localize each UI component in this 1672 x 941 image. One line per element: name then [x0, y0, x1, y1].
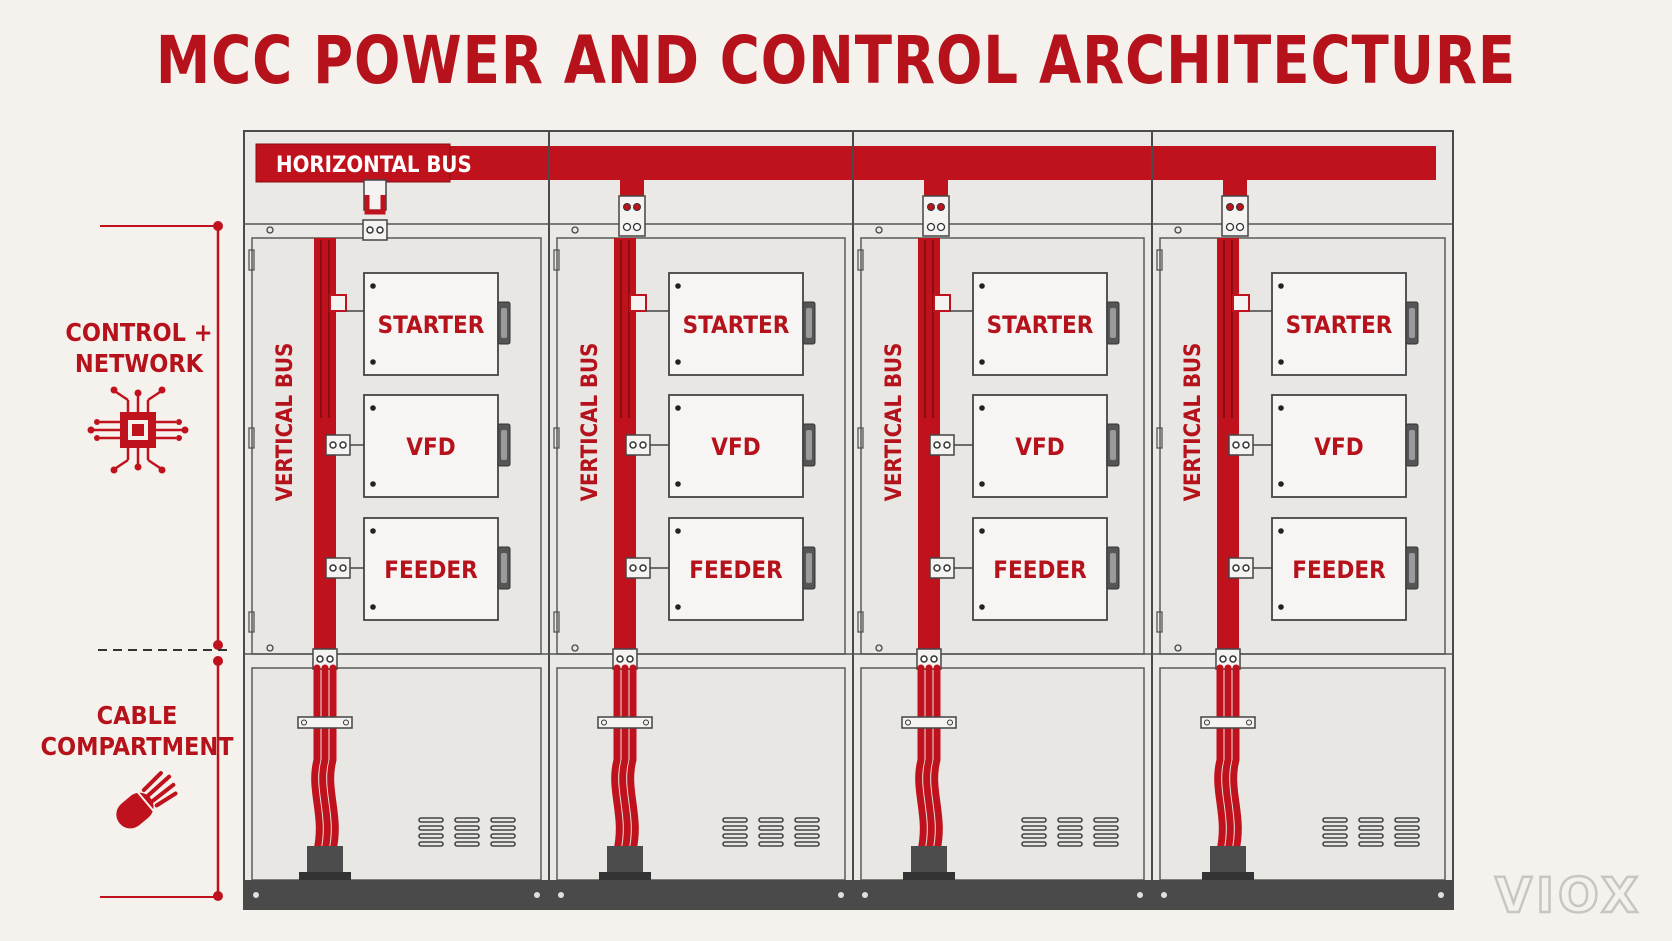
- feeder-cable: [611, 664, 623, 854]
- cable-gland: [911, 846, 947, 876]
- horizontal-bus-bar: [256, 146, 1436, 180]
- feeder-cable: [627, 664, 639, 854]
- module-vfd[interactable]: VFD: [972, 394, 1120, 498]
- cable-compartment-door: [860, 667, 1145, 881]
- feeder-cable: [1214, 664, 1226, 854]
- mcc-section-2: VERTICAL BUS STARTER VFD FEEDER: [548, 130, 854, 910]
- module-label: STARTER: [378, 311, 485, 339]
- control-network-label-line2: NETWORK: [75, 349, 205, 378]
- cable-clamp: [901, 716, 957, 729]
- feeder-cable: [931, 664, 943, 854]
- mcc-section-1: VERTICAL BUS STARTER VFD FEEDER: [243, 130, 550, 910]
- watermark-logo: VIOX: [1495, 868, 1642, 924]
- module-label: FEEDER: [993, 556, 1087, 584]
- feeder-cable: [1222, 664, 1234, 854]
- vertical-bus-bar: [918, 238, 940, 658]
- module-label: VFD: [711, 433, 760, 461]
- cable-zone-bottom-dot: [213, 891, 223, 901]
- cable-clamp: [297, 716, 353, 729]
- module-vfd[interactable]: VFD: [1271, 394, 1419, 498]
- feeder-cable: [923, 664, 935, 854]
- cabinet-base: [853, 880, 1152, 909]
- cable-gland: [307, 846, 343, 876]
- module-starter[interactable]: STARTER: [972, 272, 1120, 376]
- vertical-bus-bar: [314, 238, 336, 658]
- cable-gland: [1210, 846, 1246, 876]
- module-label: STARTER: [683, 311, 790, 339]
- cabinet-base: [1152, 880, 1453, 909]
- control-zone-bottom-dot: [213, 640, 223, 650]
- control-network-label-line1: CONTROL +: [65, 318, 212, 347]
- cable-compartment-door: [556, 667, 846, 881]
- cable-clamp: [1200, 716, 1256, 729]
- module-label: VFD: [1015, 433, 1064, 461]
- feeder-cable: [319, 664, 331, 854]
- page-title: MCC POWER AND CONTROL ARCHITECTURE: [155, 22, 1517, 99]
- mcc-section-4: VERTICAL BUS STARTER VFD FEEDER: [1151, 130, 1454, 910]
- module-label: STARTER: [987, 311, 1094, 339]
- module-feeder[interactable]: FEEDER: [668, 517, 816, 621]
- module-label: VFD: [406, 433, 455, 461]
- control-zone-top-dot: [213, 221, 223, 231]
- vertical-bus-label: VERTICAL BUS: [1181, 343, 1206, 502]
- cable-clamp: [597, 716, 653, 729]
- cabinet-base: [244, 880, 549, 909]
- feeder-cable: [311, 664, 323, 854]
- cable-compartment-label-line1: CABLE: [97, 701, 178, 730]
- cable-bundle-icon: [116, 771, 178, 829]
- circuit-chip-icon: [87, 386, 189, 474]
- module-starter[interactable]: STARTER: [1271, 272, 1419, 376]
- module-vfd[interactable]: VFD: [363, 394, 511, 498]
- module-starter[interactable]: STARTER: [363, 272, 511, 376]
- module-vfd[interactable]: VFD: [668, 394, 816, 498]
- horizontal-bus-label-box: [255, 143, 451, 183]
- module-label: FEEDER: [384, 556, 478, 584]
- cable-compartment-label-line2: COMPARTMENT: [40, 732, 234, 761]
- module-starter[interactable]: STARTER: [668, 272, 816, 376]
- module-feeder[interactable]: FEEDER: [972, 517, 1120, 621]
- module-label: FEEDER: [689, 556, 783, 584]
- module-label: FEEDER: [1292, 556, 1386, 584]
- cable-compartment-door: [1159, 667, 1446, 881]
- module-feeder[interactable]: FEEDER: [363, 517, 511, 621]
- mcc-section-3: VERTICAL BUS STARTER VFD FEEDER: [852, 130, 1153, 910]
- feeder-cable: [915, 664, 927, 854]
- vertical-bus-label: VERTICAL BUS: [882, 343, 907, 502]
- cable-compartment-door: [251, 667, 542, 881]
- cabinet-base: [549, 880, 853, 909]
- horizontal-bus-label: HORIZONTAL BUS: [276, 153, 472, 178]
- feeder-cable: [327, 664, 339, 854]
- vertical-bus-bar: [614, 238, 636, 658]
- feeder-cable: [619, 664, 631, 854]
- vertical-bus-label: VERTICAL BUS: [273, 343, 298, 502]
- vertical-bus-label: VERTICAL BUS: [578, 343, 603, 502]
- cable-gland: [607, 846, 643, 876]
- module-label: STARTER: [1286, 311, 1393, 339]
- feeder-cable: [1230, 664, 1242, 854]
- vertical-bus-bar: [1217, 238, 1239, 658]
- module-feeder[interactable]: FEEDER: [1271, 517, 1419, 621]
- module-label: VFD: [1314, 433, 1363, 461]
